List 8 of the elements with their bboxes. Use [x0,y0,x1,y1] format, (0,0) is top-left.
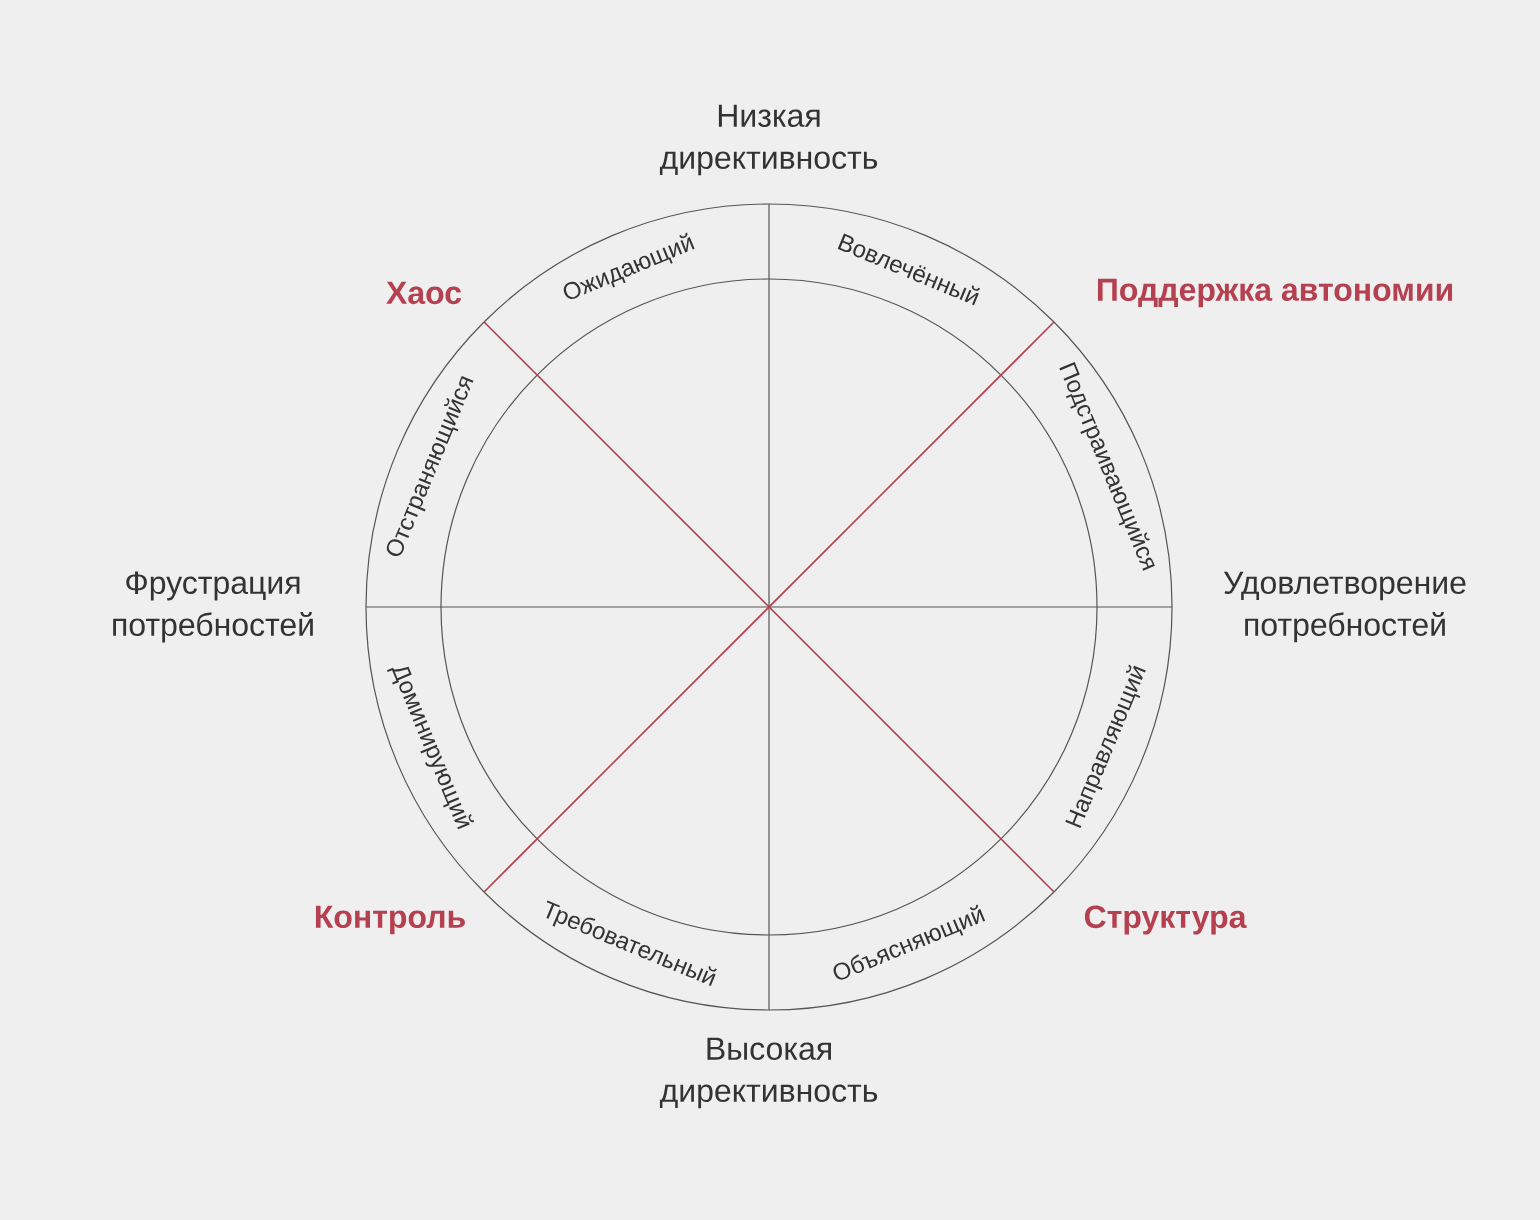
style-label: Хаос [386,281,462,305]
axis-label: Фрустрация потребностей [113,571,313,643]
axis-label: Удовлетворение потребностей [1223,571,1466,643]
style-label: Структура [1084,905,1247,935]
style-label: Поддержка автономии [1097,278,1452,308]
axis-label: Низкая директивность [659,104,878,176]
axis-label: Высокая директивность [659,1037,878,1109]
style-label: Контроль [315,905,465,935]
